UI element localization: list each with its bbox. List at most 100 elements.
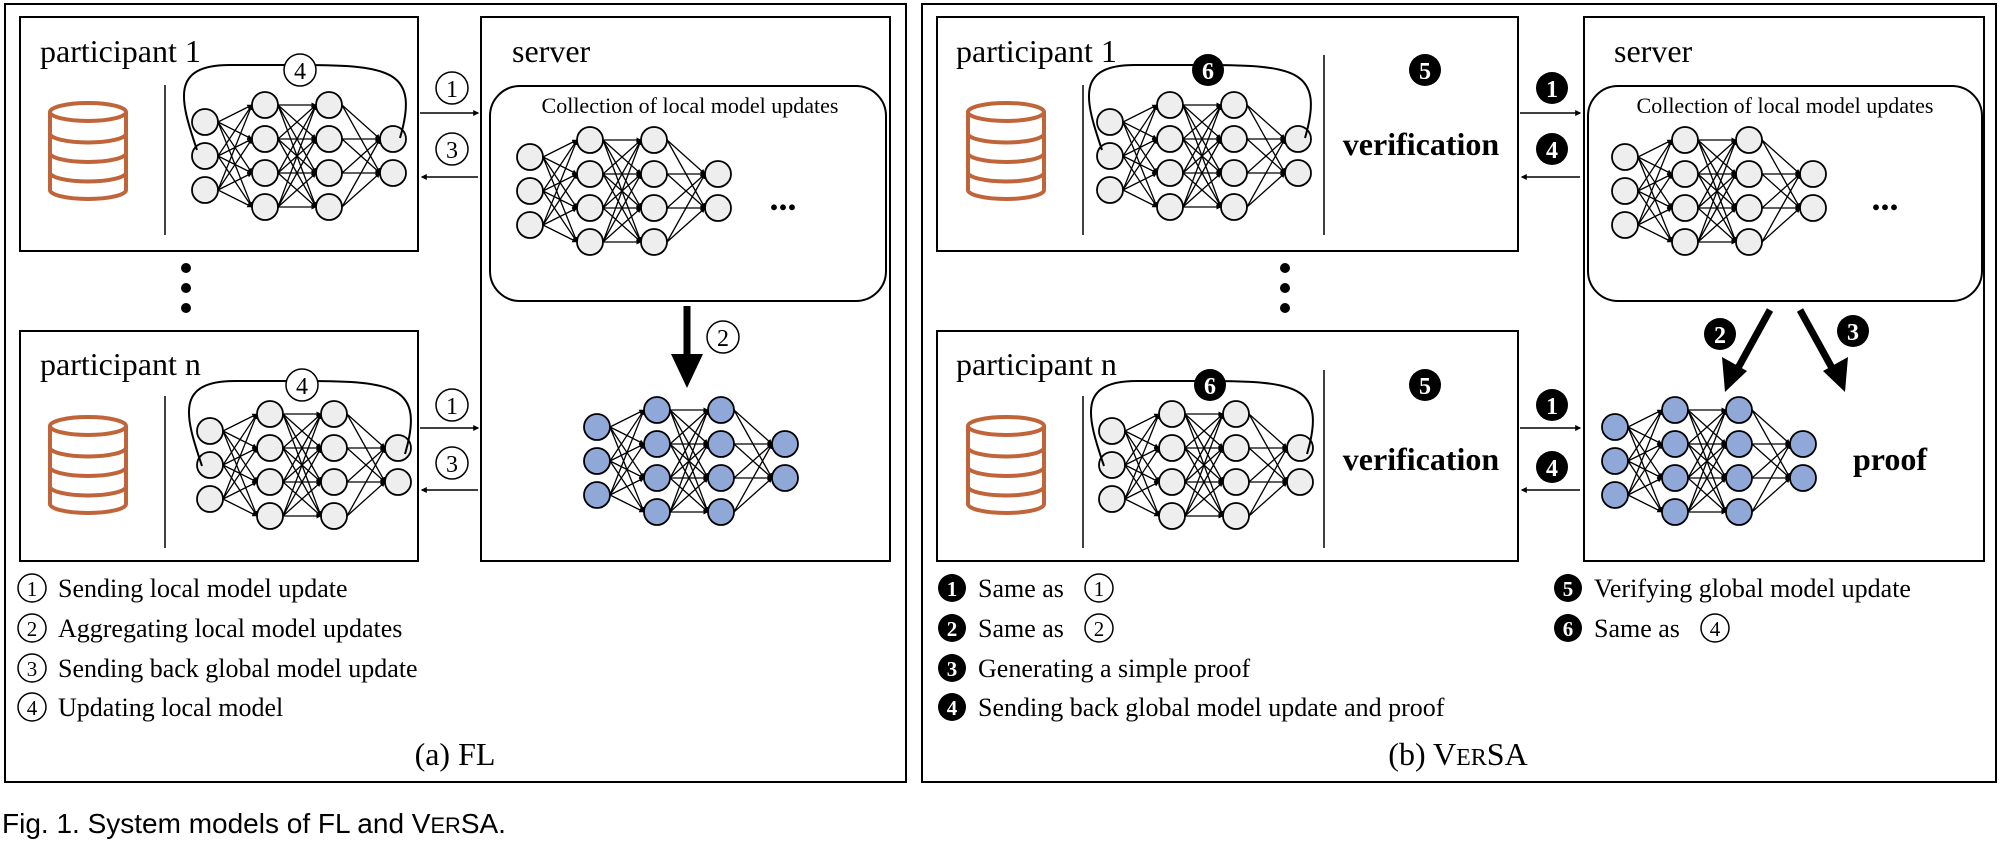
legend-item: 5 Verifying global model update <box>1554 574 1911 603</box>
proof-label: proof <box>1853 441 1927 477</box>
server-box: server Collection of local model updates… <box>480 16 891 562</box>
step-marker: 4 <box>285 368 319 402</box>
participant-box-n: participant n 6 5 verification <box>936 330 1519 562</box>
svg-text:2: 2 <box>717 326 729 352</box>
svg-text:Sending back global model upda: Sending back global model update and pro… <box>978 693 1445 722</box>
participant-1-label: participant 1 <box>40 33 201 69</box>
step-marker: 4 <box>1536 133 1568 165</box>
ellipsis: ... <box>1872 178 1899 218</box>
svg-text:4: 4 <box>296 374 308 400</box>
legend-fl: 1 Sending local model update 2 Aggregati… <box>17 573 418 722</box>
step-marker: 5 <box>1409 369 1441 401</box>
figure-caption: Fig. 1. System models of FL and VERSA. <box>2 808 506 839</box>
proof-arrow <box>1796 308 1836 370</box>
step-marker: 3 <box>1837 315 1869 347</box>
step-marker: 3 <box>435 132 469 166</box>
legend-versa-left: 1 Same as 1 2 Same as 2 3 Generating a s… <box>938 573 1445 722</box>
step-marker: 6 <box>1192 54 1224 86</box>
svg-text:2: 2 <box>1714 323 1726 349</box>
svg-text:4: 4 <box>294 59 306 85</box>
svg-text:3: 3 <box>1847 320 1859 346</box>
svg-text:Same as: Same as <box>978 614 1064 643</box>
svg-text:2: 2 <box>27 617 38 641</box>
collection-label: Collection of local model updates <box>1637 93 1934 118</box>
verification-label: verification <box>1343 126 1500 162</box>
collection-label: Collection of local model updates <box>542 93 839 118</box>
step-marker: 2 <box>1704 318 1736 350</box>
database-icon <box>48 415 128 515</box>
step-marker: 1 <box>1536 72 1568 104</box>
panel-fl-caption: (a) FL <box>415 736 496 772</box>
step-marker: 1 <box>435 388 469 422</box>
svg-text:4: 4 <box>27 696 38 720</box>
server-box: server Collection of local model updates… <box>1583 16 1985 562</box>
participant-n-label: participant n <box>956 346 1117 382</box>
svg-text:4: 4 <box>947 696 958 720</box>
server-label: server <box>512 33 591 69</box>
svg-text:3: 3 <box>446 138 458 164</box>
svg-text:4: 4 <box>1710 617 1721 641</box>
legend-item: 4 Sending back global model update and p… <box>938 693 1445 722</box>
svg-text:Generating a simple proof: Generating a simple proof <box>978 654 1251 683</box>
legend-item: 6 Same as 4 <box>1554 613 1730 643</box>
neural-network-icon <box>1611 126 1827 256</box>
svg-text:Same as: Same as <box>1594 614 1680 643</box>
svg-text:5: 5 <box>1419 59 1431 85</box>
legend-item: 2 Same as 2 <box>938 613 1114 643</box>
svg-text:Verifying global model update: Verifying global model update <box>1594 574 1911 603</box>
svg-text:3: 3 <box>446 452 458 478</box>
legend-item: 2 Aggregating local model updates <box>17 613 402 643</box>
step-marker: 1 <box>435 71 469 105</box>
participant-1-label: participant 1 <box>956 33 1117 69</box>
panel-fl: participant 1 4 participant n <box>4 3 907 783</box>
legend-item: 4 Updating local model <box>17 692 283 722</box>
legend-item: 3 Sending back global model update <box>17 653 418 683</box>
legend-item: 3 Generating a simple proof <box>938 654 1251 683</box>
step-marker: 4 <box>283 53 317 87</box>
svg-text:6: 6 <box>1202 59 1214 85</box>
step-marker: 2 <box>706 320 740 354</box>
svg-text:1: 1 <box>1546 77 1558 103</box>
svg-text:5: 5 <box>1419 374 1431 400</box>
participant-n-label: participant n <box>40 346 201 382</box>
database-icon <box>966 415 1046 515</box>
neural-network-icon <box>196 400 412 530</box>
svg-text:Sending local model update: Sending local model update <box>58 574 348 603</box>
svg-text:Aggregating local model update: Aggregating local model updates <box>58 614 402 643</box>
neural-network-icon <box>1096 91 1312 221</box>
svg-text:1: 1 <box>446 394 458 420</box>
svg-text:4: 4 <box>1546 138 1558 164</box>
more-participants-dots <box>1280 263 1290 313</box>
svg-text:5: 5 <box>1563 577 1574 601</box>
step-marker: 3 <box>435 446 469 480</box>
svg-text:Updating local model: Updating local model <box>58 693 283 722</box>
neural-network-icon <box>191 91 407 221</box>
svg-text:6: 6 <box>1563 617 1574 641</box>
svg-text:3: 3 <box>27 657 38 681</box>
step-marker: 4 <box>1536 451 1568 483</box>
more-participants-dots <box>181 263 191 313</box>
step-marker: 5 <box>1409 54 1441 86</box>
svg-text:1: 1 <box>446 77 458 103</box>
neural-network-icon <box>516 126 732 256</box>
collection-box <box>1587 85 1983 302</box>
svg-text:1: 1 <box>27 577 38 601</box>
svg-text:Same as: Same as <box>978 574 1064 603</box>
ellipsis: ... <box>770 178 797 218</box>
svg-text:1: 1 <box>1546 394 1558 420</box>
svg-text:4: 4 <box>1546 456 1558 482</box>
aggregate-arrow <box>1734 308 1774 370</box>
svg-text:1: 1 <box>947 577 958 601</box>
verification-label: verification <box>1343 441 1500 477</box>
panel-versa: participant 1 6 5 verification <box>921 3 1997 783</box>
database-icon <box>966 101 1046 201</box>
svg-text:2: 2 <box>1094 617 1105 641</box>
svg-text:6: 6 <box>1204 374 1216 400</box>
server-label: server <box>1614 33 1693 69</box>
collection-box <box>489 85 887 302</box>
neural-network-icon <box>1098 400 1314 530</box>
participant-box-1: participant 1 4 <box>19 16 419 252</box>
panel-versa-frame <box>921 3 1997 783</box>
participant-box-n: participant n 4 <box>19 330 419 562</box>
